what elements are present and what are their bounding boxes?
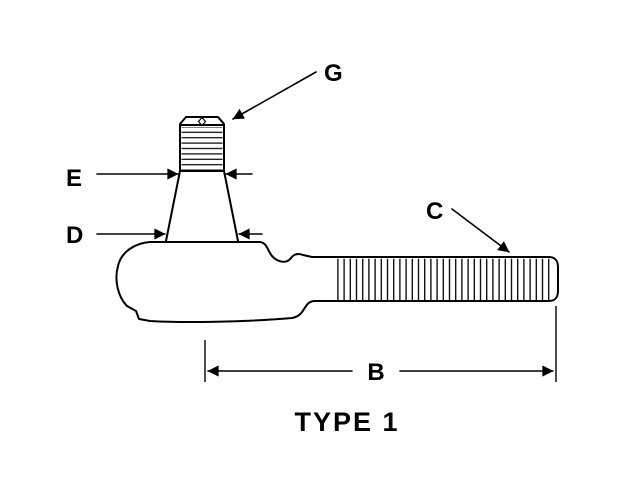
- label-b: B: [367, 359, 384, 386]
- diagram-title: TYPE 1: [294, 407, 399, 437]
- shaft-threads: [337, 258, 550, 301]
- taper-outline: [165, 170, 239, 242]
- label-d: D: [66, 222, 83, 249]
- label-g: G: [324, 60, 343, 87]
- housing-shaft-outline: [115, 241, 559, 323]
- stud-threads: [181, 127, 223, 170]
- leader-c: [451, 208, 510, 253]
- label-c: C: [426, 198, 443, 225]
- cotter-pin-hole: [197, 116, 207, 127]
- leader-g: [232, 71, 317, 120]
- label-e: E: [66, 165, 82, 192]
